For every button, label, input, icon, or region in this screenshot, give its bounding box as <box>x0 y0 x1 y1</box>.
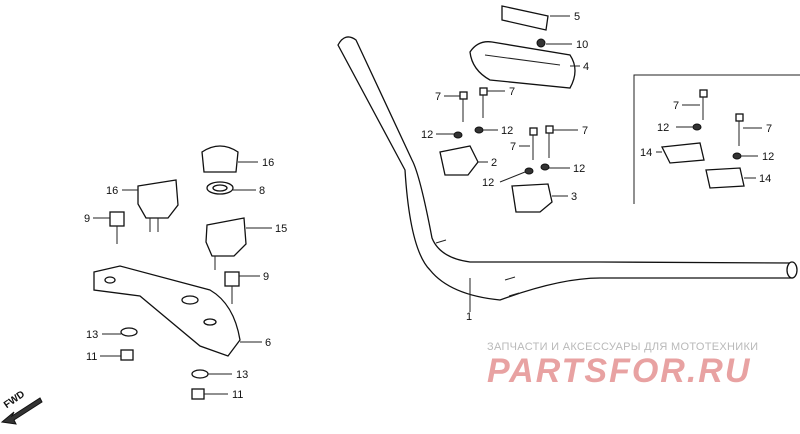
bolts-7-center <box>459 87 554 160</box>
handlebar <box>337 36 798 301</box>
label-7d: 7 <box>582 125 588 137</box>
bolt-9-right <box>224 271 240 304</box>
label-9a: 9 <box>84 213 90 225</box>
label-12c: 12 <box>573 163 585 175</box>
washer-8 <box>206 181 234 195</box>
label-7c: 7 <box>510 141 516 153</box>
label-9b: 9 <box>263 271 269 283</box>
label-5: 5 <box>574 11 580 23</box>
label-8: 8 <box>259 185 265 197</box>
washers-12-center <box>453 126 550 175</box>
label-12f: 12 <box>762 151 774 163</box>
label-1: 1 <box>466 311 472 323</box>
label-7a: 7 <box>435 91 441 103</box>
watermark-logo: PARTSFOR.RU <box>487 352 752 390</box>
upper-holder-3 <box>511 183 553 213</box>
label-13b: 13 <box>236 369 248 381</box>
label-11b: 11 <box>232 389 243 401</box>
label-16a: 16 <box>262 157 274 169</box>
inset-box <box>633 74 800 204</box>
forward-arrow-icon <box>0 397 43 425</box>
label-7e: 7 <box>673 100 679 112</box>
leader-lines <box>93 15 762 395</box>
label-11a: 11 <box>86 351 97 363</box>
label-2: 2 <box>491 157 497 169</box>
label-12d: 12 <box>482 177 494 189</box>
label-12a: 12 <box>421 129 433 141</box>
label-15: 15 <box>275 223 287 235</box>
lower-damper-15 <box>205 217 247 270</box>
label-3: 3 <box>571 191 577 203</box>
callout-labels: 5 10 4 7 7 12 12 7 7 2 12 12 3 1 7 7 12 … <box>84 11 774 401</box>
bracket-6 <box>93 265 241 357</box>
rubber-cap-16 <box>201 145 239 173</box>
label-14a: 14 <box>640 147 652 159</box>
label-13a: 13 <box>86 329 98 341</box>
upper-holder-2 <box>439 145 479 176</box>
label-12b: 12 <box>501 125 513 137</box>
label-4: 4 <box>583 61 589 73</box>
label-7f: 7 <box>766 123 772 135</box>
bolt-9-left <box>109 211 125 244</box>
label-7b: 7 <box>509 86 515 98</box>
watermark-tagline: ЗАПЧАСТИ И АКСЕССУАРЫ ДЛЯ МОТОТЕХНИКИ <box>487 341 759 353</box>
label-6: 6 <box>265 337 271 349</box>
bolt-10 <box>536 38 546 48</box>
label-16b: 16 <box>106 185 118 197</box>
label-12e: 12 <box>657 122 669 134</box>
holder-upper-cover <box>469 5 576 89</box>
label-14b: 14 <box>759 173 771 185</box>
upper-damper-16 <box>137 179 179 232</box>
label-10: 10 <box>576 39 588 51</box>
